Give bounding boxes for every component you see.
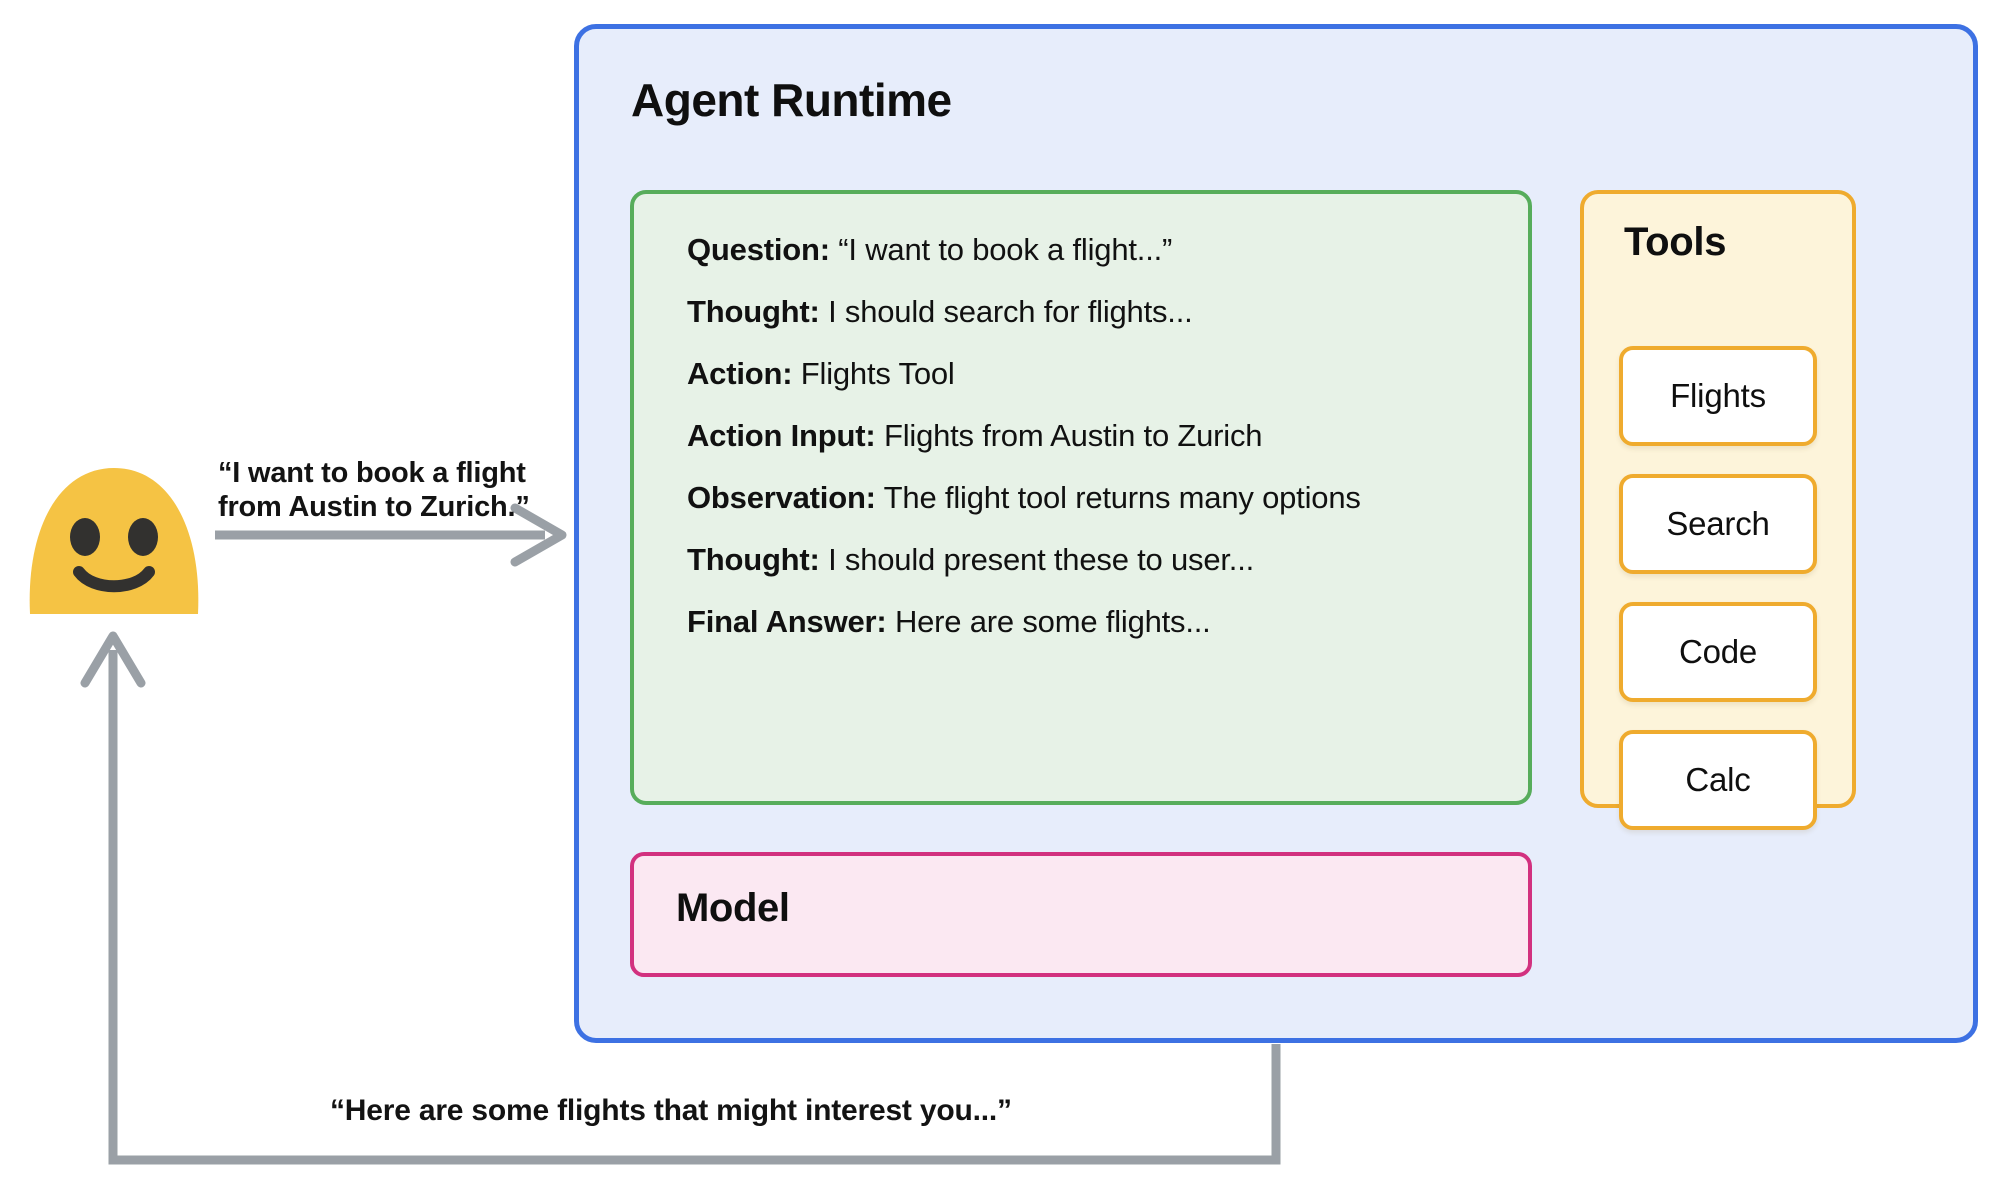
trace-line-key: Thought: [687,294,820,329]
trace-line-value: “I want to book a flight...” [838,232,1173,267]
trace-line-value: Flights Tool [800,356,955,391]
tools-panel-title: Tools [1624,220,1727,264]
model-panel: Model [630,852,1532,977]
trace-line-key: Action Input: [687,418,876,453]
user-avatar-icon [29,468,199,614]
agent-response-label: “Here are some flights that might intere… [330,1094,1012,1127]
react-trace-panel: Question: “I want to book a flight...” T… [630,190,1532,805]
trace-line-key: Final Answer: [687,604,887,639]
tools-list: Flights Search Code Calc [1584,346,1852,830]
agent-runtime-container: Agent Runtime Question: “I want to book … [574,24,1978,1043]
trace-line-value: Here are some flights... [894,604,1211,639]
agent-runtime-title: Agent Runtime [631,74,952,126]
trace-line-key: Action: [687,356,793,391]
trace-line: Thought: I should present these to user.… [687,529,1512,591]
trace-line: Thought: I should search for flights... [687,281,1512,343]
react-trace-lines: Question: “I want to book a flight...” T… [687,219,1512,653]
tool-card-search[interactable]: Search [1619,474,1817,574]
trace-line-value: I should search for flights... [828,294,1193,329]
trace-line: Observation: The flight tool returns man… [687,467,1512,529]
trace-line-value: I should present these to user... [828,542,1255,577]
trace-line-value: The flight tool returns many options [883,480,1361,515]
tool-card-flights[interactable]: Flights [1619,346,1817,446]
user-request-label: “I want to book a flight from Austin to … [218,457,530,523]
trace-line-value: Flights from Austin to Zurich [883,418,1263,453]
trace-line: Action Input: Flights from Austin to Zur… [687,405,1512,467]
trace-line-key: Question: [687,232,830,267]
trace-line: Question: “I want to book a flight...” [687,219,1512,281]
tool-card-code[interactable]: Code [1619,602,1817,702]
trace-line-key: Observation: [687,480,876,515]
trace-line: Action: Flights Tool [687,343,1512,405]
trace-line: Final Answer: Here are some flights... [687,591,1512,653]
trace-line-key: Thought: [687,542,820,577]
tool-card-calc[interactable]: Calc [1619,730,1817,830]
model-panel-title: Model [676,886,790,930]
tools-panel: Tools Flights Search Code Calc [1580,190,1856,830]
